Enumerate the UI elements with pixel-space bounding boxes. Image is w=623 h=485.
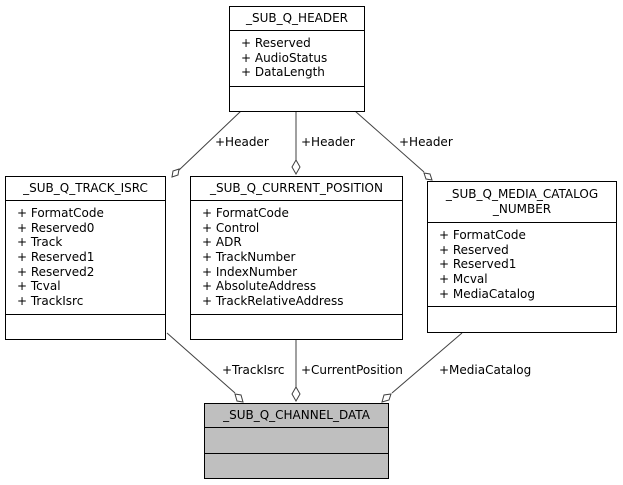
- attribute: + Tcval: [17, 279, 61, 294]
- class-name-line-2: _NUMBER: [492, 202, 552, 216]
- attribute: + ADR: [202, 235, 242, 250]
- aggregation-diamond: [234, 393, 244, 403]
- attribute: + Reserved: [241, 36, 311, 50]
- relation-label-header: +Header: [301, 135, 355, 149]
- attribute: + Reserved0: [17, 220, 95, 235]
- attribute: + FormatCode: [17, 206, 104, 220]
- class-name: _SUB_Q_CHANNEL_DATA: [223, 408, 370, 422]
- attribute: + FormatCode: [439, 228, 526, 242]
- attribute: + Reserved: [439, 242, 509, 257]
- attribute: + Reserved1: [439, 257, 517, 272]
- divider: [205, 427, 388, 428]
- media-catalog-to-channel-line: [391, 332, 463, 394]
- attribute-list: + FormatCode + Reserved0 + Track + Reser…: [17, 206, 104, 309]
- divider: [6, 314, 165, 315]
- header-to-media-catalog-line: [354, 110, 425, 173]
- attribute: + Control: [202, 220, 260, 235]
- track-isrc-to-channel-line: [166, 332, 236, 394]
- class-box-sub-q-media-catalog-number[interactable]: _SUB_Q_MEDIA_CATALOG _NUMBER + FormatCod…: [427, 181, 617, 333]
- aggregation-diamond: [291, 158, 301, 176]
- attribute: + TrackIsrc: [17, 294, 84, 309]
- class-box-sub-q-channel-data[interactable]: _SUB_Q_CHANNEL_DATA: [204, 403, 389, 479]
- attribute: + MediaCatalog: [439, 286, 535, 301]
- divider: [6, 200, 165, 201]
- class-box-sub-q-track-isrc[interactable]: _SUB_Q_TRACK_ISRC + FormatCode + Reserve…: [5, 176, 166, 340]
- attribute: + Mcval: [439, 272, 488, 287]
- header-to-track-isrc-line: [177, 110, 242, 172]
- class-name-line-1: _SUB_Q_MEDIA_CATALOG: [445, 187, 599, 201]
- divider: [428, 222, 616, 223]
- relation-label-media-catalog: +MediaCatalog: [439, 363, 532, 377]
- aggregation-diamond: [171, 168, 180, 178]
- aggregation-diamond: [291, 385, 301, 403]
- attribute-list: + FormatCode + Control + ADR + TrackNumb…: [202, 206, 343, 309]
- attribute: + TrackNumber: [202, 250, 296, 265]
- attribute: + DataLength: [241, 65, 325, 80]
- divider: [428, 306, 616, 307]
- attribute: + AbsoluteAddress: [202, 279, 317, 294]
- divider: [191, 314, 402, 315]
- relation-label-header: +Header: [399, 135, 453, 149]
- aggregation-diamond: [423, 172, 433, 181]
- attribute: + Reserved1: [17, 250, 95, 265]
- attribute: + TrackRelativeAddress: [202, 294, 344, 309]
- class-name: _SUB_Q_HEADER: [245, 11, 349, 25]
- relation-label-track-isrc: +TrackIsrc: [222, 363, 285, 377]
- attribute: + FormatCode: [202, 206, 289, 220]
- divider: [205, 453, 388, 454]
- divider: [191, 200, 402, 201]
- attribute-list: + FormatCode + Reserved + Reserved1 + Mc…: [439, 228, 535, 301]
- attribute: + Track: [17, 235, 63, 250]
- class-name: _SUB_Q_CURRENT_POSITION: [210, 181, 383, 195]
- divider: [230, 86, 364, 87]
- class-box-sub-q-header[interactable]: _SUB_Q_HEADER + Reserved + AudioStatus +…: [229, 6, 365, 112]
- attribute-list: + Reserved + AudioStatus + DataLength: [241, 36, 327, 80]
- relation-label-current-position: +CurrentPosition: [301, 363, 403, 377]
- class-box-sub-q-current-position[interactable]: _SUB_Q_CURRENT_POSITION + FormatCode + C…: [190, 176, 403, 340]
- attribute: + IndexNumber: [202, 264, 298, 279]
- aggregation-diamond: [381, 393, 392, 403]
- relation-label-header: +Header: [215, 135, 269, 149]
- divider: [230, 30, 364, 31]
- class-name: _SUB_Q_TRACK_ISRC: [23, 181, 148, 195]
- attribute: + AudioStatus: [241, 50, 328, 65]
- attribute: + Reserved2: [17, 264, 95, 279]
